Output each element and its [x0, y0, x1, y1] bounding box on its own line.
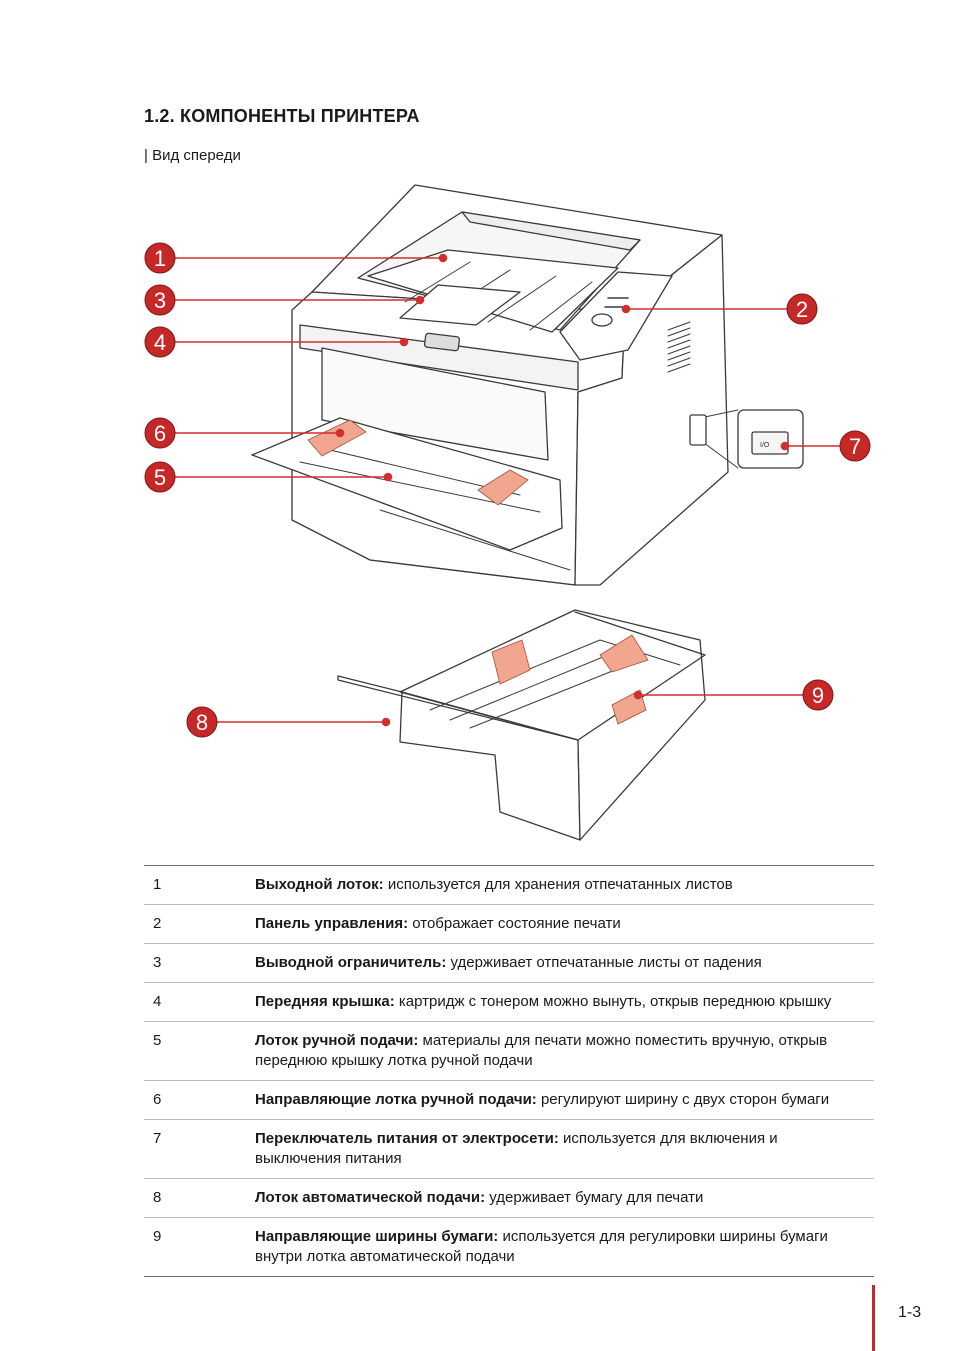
component-description: удерживает отпечатанные листы от падения [446, 954, 762, 971]
callout-number: 8 [196, 710, 208, 735]
component-description-cell: Лоток ручной подачи: материалы для печат… [243, 1021, 874, 1081]
component-number: 3 [144, 943, 243, 983]
component-number: 5 [144, 1021, 243, 1081]
component-description: регулируют ширину с двух сторон бумаги [536, 1091, 830, 1108]
callout-number: 2 [796, 297, 808, 322]
page-number: 1-3 [898, 1304, 922, 1321]
callout-5 [144, 461, 176, 493]
component-term: Выводной ограничитель: [255, 954, 447, 971]
component-description-cell: Направляющие лотка ручной подачи: регули… [243, 1080, 874, 1120]
power-button-led [591, 313, 613, 327]
component-term: Направляющие лотка ручной подачи: [255, 1091, 537, 1108]
component-description-cell: Панель управления: отображает состояние … [243, 904, 874, 944]
callout-number: 6 [154, 421, 166, 446]
component-number: 8 [144, 1178, 243, 1218]
component-term: Передняя крышка: [255, 993, 395, 1010]
callout-number: 1 [154, 246, 166, 271]
component-description: используется для регулировки ширины бума… [255, 1228, 828, 1265]
callout-number: 3 [154, 288, 166, 313]
component-description: удерживает бумагу для печати [485, 1189, 704, 1206]
callout-2 [786, 293, 818, 325]
component-number: 6 [144, 1080, 243, 1120]
component-term: Направляющие ширины бумаги: [255, 1228, 499, 1245]
section-title: 1.2. КОМПОНЕНТЫ ПРИНТЕРА [144, 106, 420, 126]
component-description: используется для хранения отпечатанных л… [383, 876, 733, 893]
component-number: 7 [144, 1119, 243, 1179]
power-switch-label: I/O [760, 442, 770, 449]
callout-number: 9 [812, 683, 824, 708]
component-description-cell: Переключатель питания от электросети: ис… [243, 1119, 874, 1179]
callout-7 [839, 430, 871, 462]
manual-feed-opening [321, 347, 549, 461]
component-number: 2 [144, 904, 243, 944]
printer-components-illustration: 1 3 4 6 5 2 7 8 9 I/O [144, 184, 871, 841]
component-description-cell: Направляющие ширины бумаги: используется… [243, 1217, 874, 1277]
component-term: Переключатель питания от электросети: [255, 1130, 559, 1147]
component-description-cell: Передняя крышка: картридж с тонером можн… [243, 982, 874, 1022]
callout-number: 4 [154, 330, 166, 355]
subsection-label: | Вид спереди [144, 147, 241, 164]
callout-4 [144, 326, 176, 358]
component-description-cell: Лоток автоматической подачи: удерживает … [243, 1178, 874, 1218]
cassette-length-guide [491, 639, 531, 685]
component-term: Панель управления: [255, 915, 409, 932]
component-description: материалы для печати можно поместить вру… [255, 1032, 828, 1069]
component-description-cell: Выходной лоток: используется для хранени… [243, 865, 874, 905]
callout-number: 5 [154, 465, 166, 490]
callout-3 [144, 284, 176, 316]
component-term: Лоток ручной подачи: [255, 1032, 419, 1049]
callout-6 [144, 417, 176, 449]
callout-9 [802, 679, 834, 711]
component-number: 1 [144, 865, 243, 905]
callout-1 [144, 242, 176, 274]
output-stopper [399, 284, 521, 326]
component-description-cell: Выводной ограничитель: удерживает отпеча… [243, 943, 874, 983]
callout-number: 7 [849, 434, 861, 459]
manual-guide-left [307, 419, 367, 457]
component-description: используется для включения и выключения … [255, 1130, 778, 1167]
component-term: Выходной лоток: [255, 876, 384, 893]
component-term: Лоток автоматической подачи: [255, 1189, 486, 1206]
control-panel [559, 271, 673, 361]
component-description: картридж с тонером можно вынуть, открыв … [394, 993, 832, 1010]
component-description: отображает состояние печати [408, 915, 621, 932]
component-number: 4 [144, 982, 243, 1022]
manual-guide-right [477, 469, 529, 506]
cassette-rear-guide [599, 634, 649, 673]
callout-8 [186, 706, 218, 738]
page-number-rule [872, 1285, 875, 1351]
component-number: 9 [144, 1217, 243, 1277]
